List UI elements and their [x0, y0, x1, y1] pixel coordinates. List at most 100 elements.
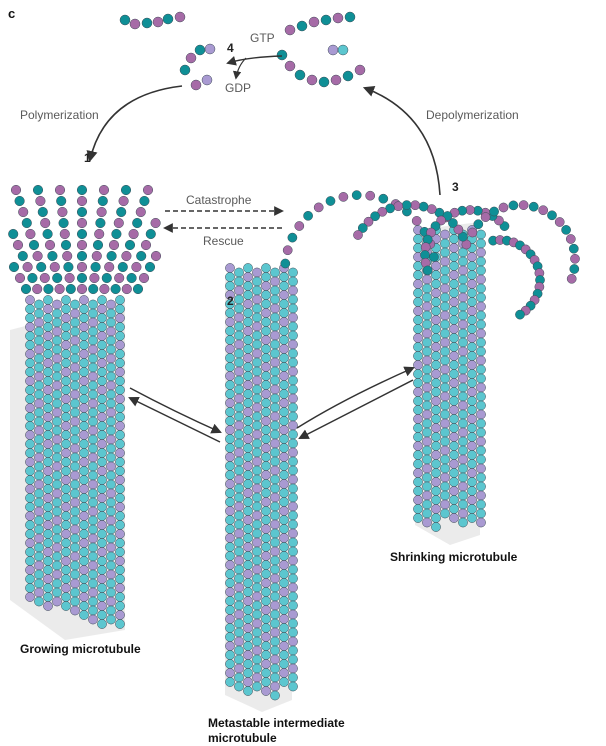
- tubulin-bead: [422, 410, 431, 419]
- tubulin-bead: [440, 383, 449, 392]
- tubulin-bead: [88, 336, 97, 345]
- tubulin-bead: [467, 360, 476, 369]
- free-tubulin-bead: [295, 70, 305, 80]
- tubulin-bead: [458, 473, 467, 482]
- tubulin-bead: [79, 340, 88, 349]
- tubulin-bead: [252, 682, 261, 691]
- tubulin-bead: [449, 459, 458, 468]
- tubulin-bead: [476, 374, 485, 383]
- tubulin-bead: [279, 614, 288, 623]
- free-tubulin-bead: [175, 12, 185, 22]
- tubulin-bead: [270, 421, 279, 430]
- tubulin-bead: [234, 457, 243, 466]
- tubulin-bead: [225, 371, 234, 380]
- tubulin-bead: [440, 464, 449, 473]
- tubulin-bead: [52, 372, 61, 381]
- tubulin-bead: [422, 320, 431, 329]
- gtp-tubulin-bead: [77, 207, 87, 217]
- tubulin-bead: [467, 288, 476, 297]
- tubulin-bead: [449, 369, 458, 378]
- tubulin-bead: [252, 358, 261, 367]
- tubulin-bead: [225, 308, 234, 317]
- curled-protofilament-bead: [519, 201, 528, 210]
- tubulin-bead: [270, 655, 279, 664]
- tubulin-bead: [440, 509, 449, 518]
- tubulin-bead: [106, 417, 115, 426]
- tubulin-bead: [431, 432, 440, 441]
- tubulin-bead: [270, 538, 279, 547]
- gtp-tubulin-bead: [77, 262, 87, 272]
- tubulin-bead: [431, 495, 440, 504]
- tubulin-bead: [243, 623, 252, 632]
- tubulin-bead: [270, 268, 279, 277]
- tubulin-bead: [88, 345, 97, 354]
- tubulin-bead: [43, 412, 52, 421]
- tubulin-bead: [43, 394, 52, 403]
- tubulin-bead: [252, 592, 261, 601]
- tubulin-bead: [467, 459, 476, 468]
- tubulin-bead: [97, 439, 106, 448]
- tubulin-bead: [115, 394, 124, 403]
- gtp-tubulin-bead: [36, 262, 46, 272]
- tubulin-bead: [97, 331, 106, 340]
- tubulin-bead: [88, 606, 97, 615]
- tubulin-bead: [458, 464, 467, 473]
- tubulin-bead: [288, 403, 297, 412]
- tubulin-bead: [234, 493, 243, 502]
- tubulin-bead: [70, 570, 79, 579]
- tubulin-bead: [115, 529, 124, 538]
- tubulin-bead: [234, 610, 243, 619]
- tubulin-bead: [106, 561, 115, 570]
- tubulin-bead: [252, 304, 261, 313]
- tubulin-bead: [243, 506, 252, 515]
- tubulin-bead: [458, 401, 467, 410]
- gtp-tubulin-bead: [99, 185, 109, 195]
- tubulin-bead: [79, 457, 88, 466]
- tubulin-bead: [115, 484, 124, 493]
- tubulin-bead: [252, 394, 261, 403]
- tubulin-bead: [288, 439, 297, 448]
- tubulin-bead: [413, 288, 422, 297]
- tubulin-bead: [431, 396, 440, 405]
- tubulin-bead: [61, 475, 70, 484]
- free-tubulin-bead: [142, 18, 152, 28]
- tubulin-bead: [270, 313, 279, 322]
- tubulin-bead: [422, 365, 431, 374]
- tubulin-bead: [270, 277, 279, 286]
- tubulin-bead: [61, 574, 70, 583]
- tubulin-bead: [288, 394, 297, 403]
- tubulin-bead: [79, 529, 88, 538]
- tubulin-bead: [106, 516, 115, 525]
- tubulin-bead: [106, 462, 115, 471]
- gtp-tubulin-bead: [77, 218, 87, 228]
- tubulin-bead: [234, 511, 243, 520]
- tubulin-bead: [458, 500, 467, 509]
- step-number-2: 2: [227, 294, 234, 308]
- tubulin-bead: [413, 432, 422, 441]
- tubulin-bead: [61, 313, 70, 322]
- tubulin-bead: [115, 475, 124, 484]
- tubulin-bead: [106, 327, 115, 336]
- tubulin-bead: [225, 353, 234, 362]
- tubulin-bead: [25, 403, 34, 412]
- gtp-tubulin-bead: [61, 240, 71, 250]
- tubulin-bead: [243, 398, 252, 407]
- tubulin-bead: [97, 385, 106, 394]
- tubulin-bead: [234, 583, 243, 592]
- tubulin-bead: [288, 565, 297, 574]
- tubulin-bead: [43, 601, 52, 610]
- tubulin-bead: [261, 497, 270, 506]
- metastable-to-shrinking-arrow: [297, 368, 413, 428]
- tubulin-bead: [234, 547, 243, 556]
- tubulin-bead: [243, 263, 252, 272]
- tubulin-bead: [476, 509, 485, 518]
- tubulin-bead: [476, 383, 485, 392]
- gtp-tubulin-bead: [100, 284, 110, 294]
- tubulin-bead: [413, 504, 422, 513]
- tubulin-bead: [449, 450, 458, 459]
- tubulin-bead: [79, 403, 88, 412]
- gtp-tubulin-bead: [52, 273, 62, 283]
- tubulin-bead: [34, 552, 43, 561]
- tubulin-bead: [70, 363, 79, 372]
